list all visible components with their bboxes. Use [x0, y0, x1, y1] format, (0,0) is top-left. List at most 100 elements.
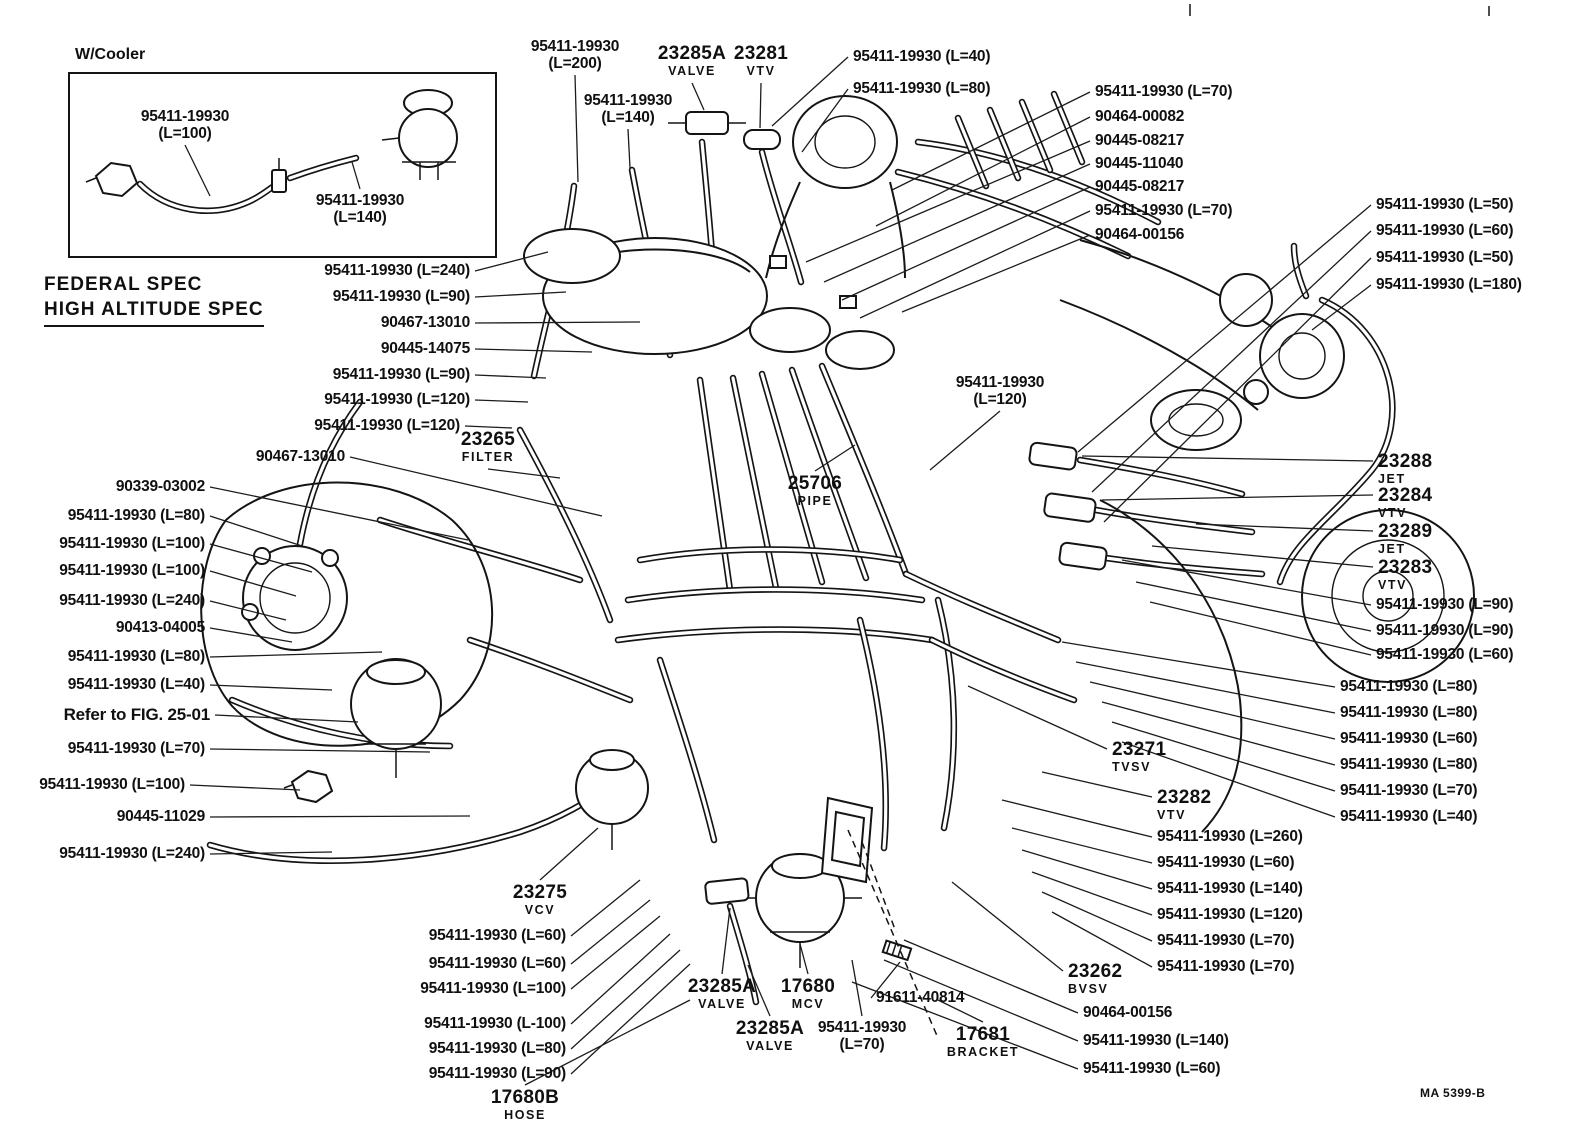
label-text-line: (L=200) [548, 55, 602, 72]
part-label-95411-19930-l-60-57: 95411-19930 (L=60) [1157, 854, 1295, 871]
label-text-line: 17680 [780, 976, 836, 997]
part-label-95411-19930-l-80-49: 95411-19930 (L=80) [1340, 704, 1478, 721]
leader-line [570, 915, 661, 990]
label-text-line: 90445-08217 [1095, 178, 1185, 195]
part-label-95411-19930-l-60-47: 95411-19930 (L=60) [1376, 646, 1514, 663]
label-text-line: VTV [1157, 808, 1187, 822]
label-text-line: 95411-19930 (L=90) [332, 366, 471, 383]
part-label-95411-19930-l-70-6: 95411-19930 (L=70) [1095, 83, 1233, 100]
part-label-95411-19930-l-70-60: 95411-19930 (L=70) [1157, 932, 1295, 949]
valve-23285a-bottom [704, 877, 750, 905]
label-text-line: 95411-19930 (L=100) [59, 562, 205, 579]
label-text-line: 95411-19930 [315, 192, 405, 209]
leader-line [570, 949, 681, 1050]
leader-line [1051, 911, 1153, 968]
label-text-line: 95411-19930 (L=80) [1340, 704, 1478, 721]
label-text-line: 95411-19930 (L=90) [428, 1065, 567, 1082]
label-text-line: 95411-19930 [530, 38, 620, 55]
label-text-line: 90467-13010 [380, 314, 470, 331]
label-text-line: 95411-19930 (L=140) [1083, 1032, 1229, 1049]
label-text-line: 95411-19930 (L=70) [1095, 83, 1233, 100]
leader-line [474, 321, 641, 324]
registration-marks [1189, 4, 1490, 16]
leader-line [1077, 204, 1372, 453]
part-label-95411-19930-l-100-69: 95411-19930 (L=100) [420, 980, 566, 997]
leader-line [801, 88, 849, 153]
leader-line [474, 291, 567, 298]
label-text-line: 95411-19930 (L=120) [1157, 906, 1303, 923]
label-text-line: 23285A [657, 43, 727, 64]
air-cleaner-snout [792, 95, 898, 189]
part-label-95411-19930-l-240-17: 95411-19930 (L=240) [324, 262, 470, 279]
vsv-valve [1043, 492, 1097, 523]
part-label-95411-19930-l-100-36: 95411-19930 (L=100) [39, 776, 185, 793]
label-text-line: 95411-19930 (L=90) [1376, 596, 1514, 613]
leader-line [474, 399, 529, 403]
label-text-line: 95411-19930 (L=60) [1083, 1060, 1221, 1077]
part-label-95411-19930-l-80-4: 95411-19930 (L=80) [853, 80, 991, 97]
leader-line [841, 186, 1091, 301]
leader-line [1151, 545, 1374, 568]
leader-line [875, 116, 1091, 227]
w-cooler-title: W/Cooler [75, 46, 146, 63]
leader-line [1091, 230, 1372, 493]
label-text-line: 95411-19930 (L=120) [324, 391, 470, 408]
label-text-line: BVSV [1068, 982, 1109, 996]
label-text-line: 95411-19930 (L=80) [1340, 756, 1478, 773]
leader-line [1111, 721, 1336, 792]
label-text-line: 95411-19930 (L=60) [1376, 222, 1514, 239]
label-text-line: 95411-19930 (L=140) [1157, 880, 1303, 897]
leader-line [574, 74, 579, 183]
leader-line [951, 881, 1064, 972]
bolt-91611 [881, 939, 913, 962]
leader-line [891, 91, 1091, 191]
label-text-line: (L=100) [158, 125, 212, 142]
label-text-line: JET [1378, 472, 1406, 486]
leader-line [1021, 849, 1153, 890]
label-text-line: 23275 [512, 882, 568, 903]
leader-line [1121, 559, 1372, 606]
leader-line [1101, 494, 1374, 501]
part-label-95411-19930-l-80-51: 95411-19930 (L=80) [1340, 756, 1478, 773]
label-text-line: 95411-19930 (L=180) [1376, 276, 1522, 293]
leader-line [1089, 681, 1336, 740]
label-text-line: 25706 [787, 473, 843, 494]
part-label-95411-19930-l-140-58: 95411-19930 (L=140) [1157, 880, 1303, 897]
leader-line [474, 374, 547, 379]
label-text-line: 95411-19930 (L=70) [1157, 932, 1295, 949]
label-text-line: 95411-19930 (L=90) [332, 288, 471, 305]
part-label-95411-19930-l-120-59: 95411-19930 (L=120) [1157, 906, 1303, 923]
part-label-95411-19930-5: 95411-19930(L=140) [584, 92, 673, 126]
part-label-95411-19930-0: 95411-19930(L=200) [530, 38, 620, 72]
leader-line [823, 163, 1091, 283]
part-label-95411-19930-39: 95411-19930(L=120) [956, 374, 1045, 408]
label-text-line: TVSV [1112, 760, 1152, 774]
label-text-line: 90445-11040 [1095, 155, 1184, 172]
part-label-90445-08217-8: 90445-08217 [1095, 132, 1184, 149]
label-text-line: 95411-19930 (L=60) [428, 955, 567, 972]
label-text-line: 95411-19930 (L=50) [1376, 249, 1514, 266]
label-text-line: 95411-19930 (L=240) [59, 592, 205, 609]
label-text-line: 95411-19930 (L=90) [1376, 622, 1514, 639]
leader-line [870, 961, 901, 999]
leader-line [1149, 601, 1372, 656]
label-text-line: PIPE [797, 494, 833, 508]
leader-line [570, 899, 651, 965]
label-text-line: 23288 [1378, 451, 1433, 472]
part-label-95411-19930-l-50-13: 95411-19930 (L=50) [1376, 196, 1514, 213]
label-text-line: 23285A [687, 976, 757, 997]
leader-line [474, 251, 549, 272]
part-label-90445-08217-10: 90445-08217 [1095, 178, 1184, 195]
part-label-90445-11029-37: 90445-11029 [117, 808, 206, 825]
part-label-95411-19930-l-90-18: 95411-19930 (L=90) [332, 288, 471, 305]
part-label-95411-19930-l-100-70: 95411-19930 (L-100) [424, 1015, 566, 1032]
leader-line [1001, 799, 1153, 838]
label-text-line: 91611-40814 [876, 989, 965, 1006]
label-text-line: 95411-19930 (L=240) [59, 845, 205, 862]
